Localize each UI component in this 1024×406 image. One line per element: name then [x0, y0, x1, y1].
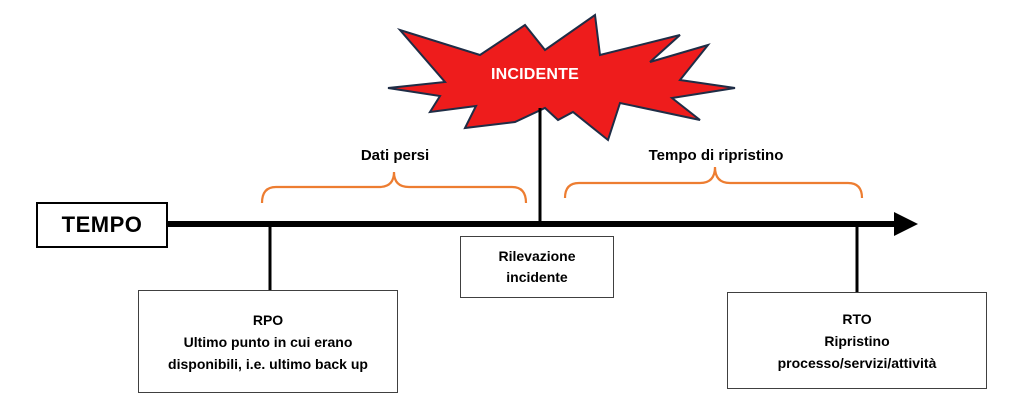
detection-line-2: incidente	[506, 269, 568, 285]
rpo-line-1: Ultimo punto in cui erano	[183, 333, 353, 350]
recovery-time-label: Tempo di ripristino	[648, 147, 784, 164]
time-axis-arrowhead	[894, 212, 918, 236]
lost-data-label: Dati persi	[360, 147, 430, 164]
rpo-line-2: disponibili, i.e. ultimo back up	[168, 355, 368, 372]
detection-line-1: Rilevazione	[498, 248, 576, 264]
rto-box: RTO Ripristino processo/servizi/attività	[727, 292, 987, 389]
incident-burst-shape	[387, 13, 736, 142]
recovery-time-bracket	[563, 166, 864, 199]
tempo-box: TEMPO	[36, 202, 168, 248]
rto-line-1: Ripristino	[824, 332, 890, 349]
lost-data-bracket	[260, 171, 528, 204]
detection-box: Rilevazione incidente	[460, 236, 614, 298]
rto-title: RTO	[842, 310, 872, 327]
rpo-title: RPO	[252, 311, 284, 328]
rto-line-2: processo/servizi/attività	[777, 354, 937, 371]
rpo-box: RPO Ultimo punto in cui erano disponibil…	[138, 290, 398, 393]
tempo-label: TEMPO	[61, 212, 143, 237]
incident-label: INCIDENTE	[490, 66, 580, 83]
